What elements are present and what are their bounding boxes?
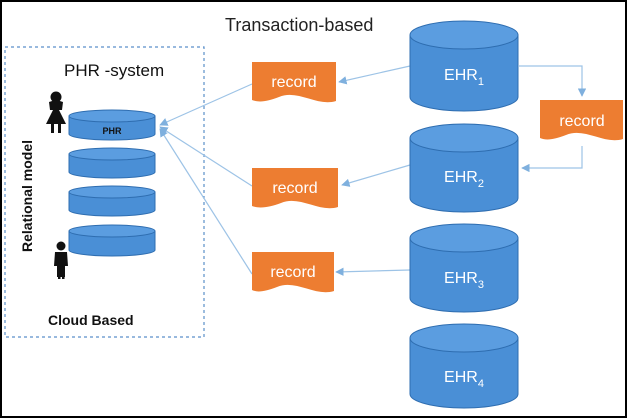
- male-user-icon: [54, 241, 68, 279]
- record-shape-3: record: [252, 252, 334, 293]
- record-shape-2: record: [252, 168, 338, 209]
- phr-system-label: PHR -system: [64, 61, 164, 80]
- phr-system-box: [4, 46, 205, 338]
- database-cylinder: [68, 147, 156, 179]
- arrow-record3-to-phr: [159, 128, 253, 275]
- ehr-2-label: EHR2: [444, 169, 484, 190]
- record-label-3: record: [270, 264, 315, 281]
- record-label-side: record: [559, 113, 604, 130]
- phr-database-cylinder: PHR: [68, 109, 156, 141]
- record-shape-side: record: [540, 100, 623, 141]
- female-user-icon: [46, 91, 66, 133]
- record-label-2: record: [272, 180, 317, 197]
- arrow-ehr1-to-record1: [338, 65, 411, 85]
- arrow-ehr2-to-record2: [341, 164, 411, 187]
- diagram-title: Transaction-based: [225, 15, 373, 35]
- cloud-based-label: Cloud Based: [48, 312, 134, 328]
- record-label-1: record: [271, 74, 316, 91]
- ehr-1-cylinder: EHR1: [409, 20, 519, 112]
- relational-model-label: Relational model: [19, 140, 35, 252]
- ehr-3-label: EHR3: [444, 270, 484, 291]
- arrow-side-record-to-ehr2: [521, 146, 583, 173]
- ehr-4-label: EHR4: [444, 369, 484, 390]
- ehr-2-cylinder: EHR2: [409, 123, 519, 213]
- ehr-3-cylinder: EHR3: [409, 223, 519, 313]
- arrow-ehr1-to-side-record: [519, 65, 587, 97]
- phr-db-label: PHR: [102, 126, 122, 136]
- ehr-4-cylinder: EHR4: [409, 323, 519, 409]
- arrow-record1-to-phr: [159, 83, 253, 126]
- database-cylinder: [68, 224, 156, 257]
- ehr-1-label: EHR1: [444, 67, 484, 88]
- record-shape-1: record: [252, 62, 336, 103]
- arrow-record2-to-phr: [159, 126, 253, 187]
- arrow-ehr3-to-record3: [335, 267, 411, 276]
- database-cylinder: [68, 185, 156, 217]
